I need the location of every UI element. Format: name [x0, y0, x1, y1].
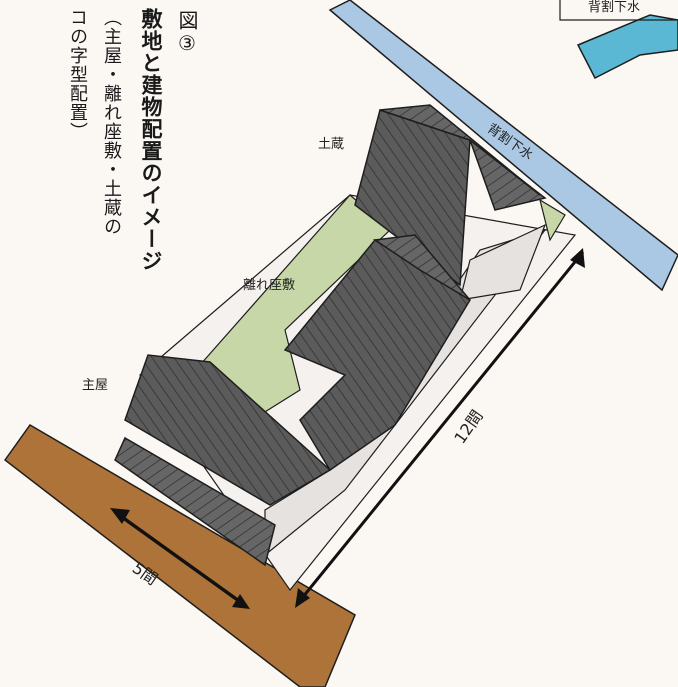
- annex-roof-upper: [372, 234, 471, 301]
- garden-right: [539, 198, 566, 242]
- annex-label: 離れ座敷: [243, 278, 296, 293]
- wall-storehouse: [459, 223, 547, 301]
- main-house-label: 主屋: [82, 378, 109, 393]
- main-house-roof: [124, 354, 332, 506]
- depth-dimension-arrow: [295, 248, 585, 608]
- figure-number: 図③: [175, 10, 199, 56]
- drain-channel: [328, 0, 678, 292]
- storehouse-roof-ridge: [379, 104, 541, 196]
- corner-box: [559, 0, 678, 21]
- front-road: [3, 424, 356, 687]
- figure-subtitle-line1: （主屋・離れ座敷・土蔵の: [101, 8, 122, 236]
- figure-title: 敷地と建物配置のイメージ: [139, 8, 163, 272]
- frontage-dimension-arrow: [110, 508, 250, 609]
- main-house-eave: [114, 436, 276, 567]
- corner-drain-label: 背割下水: [588, 0, 641, 15]
- storehouse-label: 土蔵: [318, 137, 345, 152]
- corner-water: [576, 14, 678, 80]
- figure-subtitle-line2: コの字型配置）: [67, 8, 88, 141]
